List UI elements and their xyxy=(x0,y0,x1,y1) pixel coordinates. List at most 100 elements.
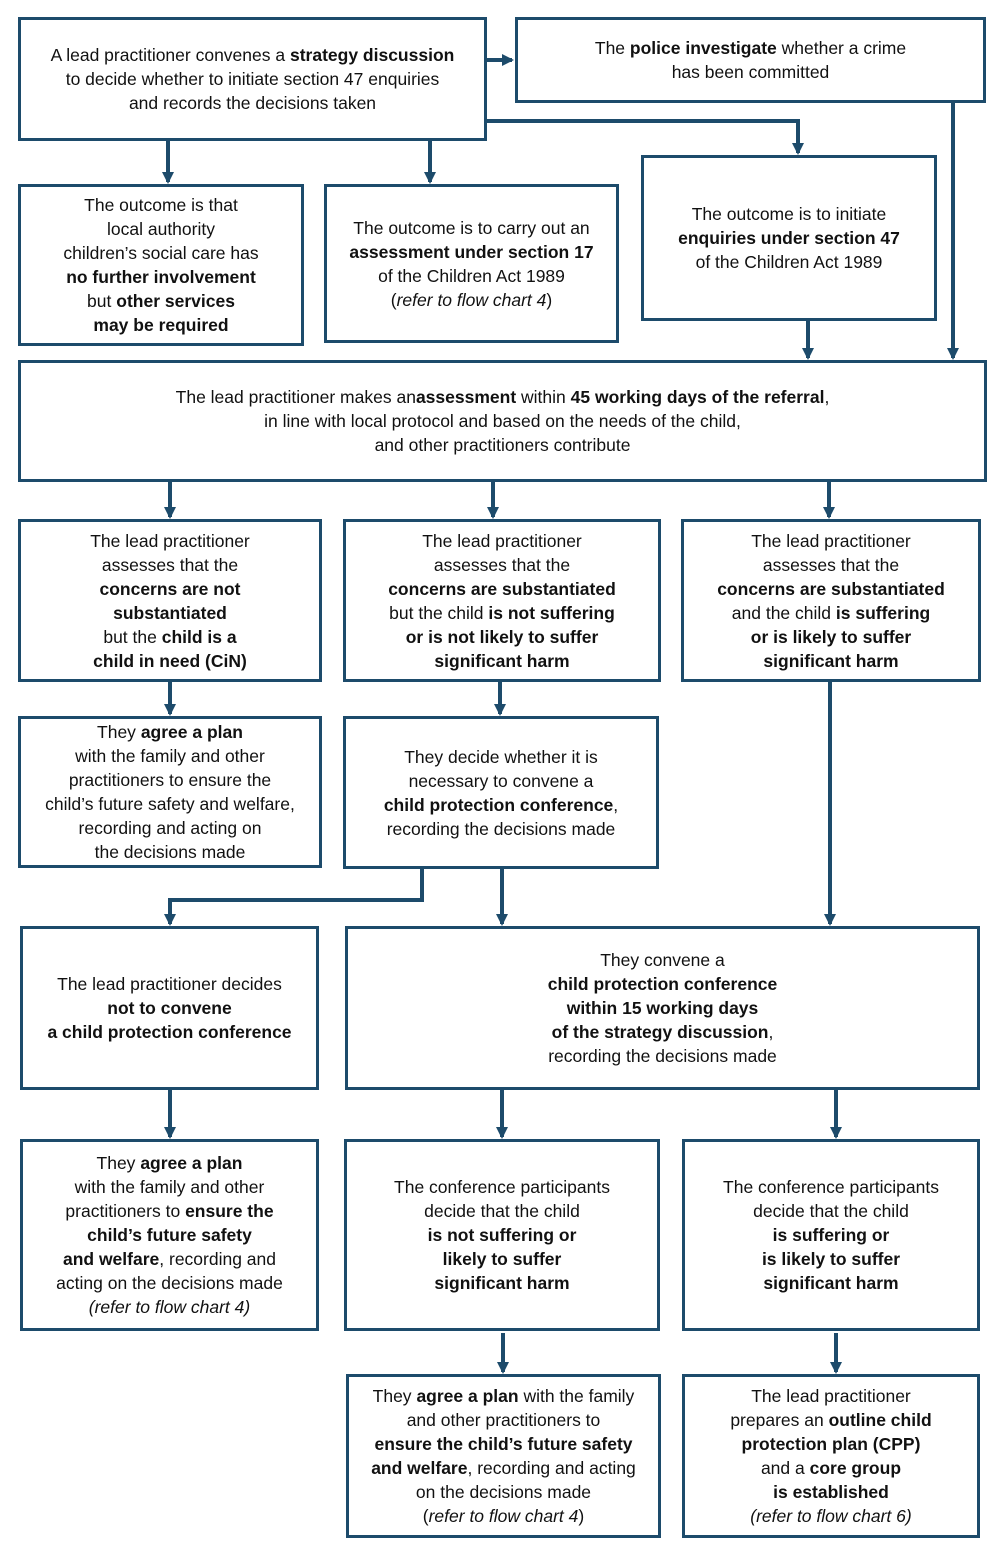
plan-cin-text: with the family and other xyxy=(75,746,265,766)
plan-final-text-bold: agree a plan xyxy=(416,1386,519,1406)
s17-text: The outcome is to carry out an xyxy=(353,217,590,238)
not-substantiated-text-bold: child in need (CiN) xyxy=(93,650,247,671)
agree-plan-cin-box: They agree a plan with the family and ot… xyxy=(18,716,322,868)
assessment-text: in line with local protocol and based on… xyxy=(264,411,741,431)
substantiated-not-suffering-box: The lead practitioner assesses that the … xyxy=(343,519,661,682)
convene-conference-box: They convene a child protection conferen… xyxy=(345,926,980,1090)
section-47-enquiries-box: The outcome is to initiate enquiries und… xyxy=(641,155,937,321)
arrow-strategy-to-s47 xyxy=(487,119,804,155)
assessment-text-bold: assessment xyxy=(415,387,517,407)
plan-final-paren: ( xyxy=(422,1506,429,1526)
assessment-text: within xyxy=(516,387,571,407)
decide-convene-text-bold: child protection conference xyxy=(383,794,614,815)
convene-text: They convene a xyxy=(600,950,725,970)
convene-text: , xyxy=(768,1022,774,1042)
plan-final-text-bold: and welfare xyxy=(371,1458,468,1478)
plan-cin-text: They xyxy=(97,722,141,742)
not-substantiated-text-bold: child is a xyxy=(161,626,237,647)
s17-paren: ) xyxy=(546,289,553,310)
plan-final-text: with the family xyxy=(518,1386,635,1406)
conf-suffering-text: decide that the child xyxy=(753,1201,909,1221)
assessment-text: , xyxy=(824,387,830,407)
substantiated-is-text: assesses that the xyxy=(762,554,900,575)
assessment-text: and other practitioners contribute xyxy=(374,435,631,455)
cpp-text-bold: is established xyxy=(773,1482,889,1502)
plan-final-paren: ) xyxy=(578,1506,585,1526)
substantiated-not-text: The lead practitioner xyxy=(422,530,582,551)
plan-anc-text: with the family and other xyxy=(74,1177,265,1197)
substantiated-not-text: but the child xyxy=(389,602,489,623)
not-convene-text-bold: not to convene xyxy=(107,998,232,1018)
s47-text-bold: enquiries under section 47 xyxy=(678,228,900,248)
plan-final-text: They xyxy=(372,1386,417,1406)
substantiated-not-text-bold: or is not likely to suffer xyxy=(405,626,599,647)
not-substantiated-text: The lead practitioner xyxy=(90,530,250,551)
police-text-bold: police investigate xyxy=(629,38,777,58)
police-text: whether a crime xyxy=(776,38,907,58)
no-further-involvement-box: The outcome is that local authority chil… xyxy=(18,184,304,346)
conf-suffering-text-bold: is suffering or xyxy=(772,1225,890,1245)
agree-plan-after-not-convene-box: They agree a plan with the family and ot… xyxy=(20,1139,319,1331)
convene-text-bold: within 15 working days xyxy=(566,998,759,1018)
no-further-text: but xyxy=(87,291,117,311)
not-substantiated-text: assesses that the xyxy=(101,554,239,575)
cpp-refer-link: (refer to flow chart 6) xyxy=(750,1506,912,1526)
not-substantiated-text-bold: substantiated xyxy=(113,602,227,623)
not-convene-box: The lead practitioner decides not to con… xyxy=(20,926,319,1090)
no-further-text-bold: may be required xyxy=(93,315,229,335)
decide-convene-text: necessary to convene a xyxy=(408,770,594,791)
s17-paren: ( xyxy=(390,289,397,310)
police-text: The xyxy=(594,38,630,58)
plan-anc-text: They xyxy=(96,1153,141,1173)
plan-cin-text: child’s future safety and welfare, xyxy=(45,794,295,814)
police-investigate-box: The police investigate whether a crime h… xyxy=(515,17,986,103)
decide-convene-text: , xyxy=(613,794,619,815)
strategy-text: A lead practitioner convenes a xyxy=(50,45,290,65)
conf-suffering-text-bold: significant harm xyxy=(763,1273,899,1293)
assessment-text: The lead practitioner makes an xyxy=(175,387,416,407)
conf-not-suffering-text: decide that the child xyxy=(424,1201,580,1221)
cpp-text-bold: outline child xyxy=(828,1410,932,1430)
conference-suffering-box: The conference participants decide that … xyxy=(682,1139,980,1331)
substantiated-not-text-bold: is not suffering xyxy=(488,602,615,623)
substantiated-not-text-bold: concerns are substantiated xyxy=(388,578,616,599)
plan-anc-text: acting on the decisions made xyxy=(56,1273,283,1293)
not-substantiated-text-bold: concerns are not xyxy=(99,578,241,599)
plan-final-refer-link: refer to flow chart 4 xyxy=(428,1506,579,1526)
substantiated-not-text-bold: significant harm xyxy=(434,650,570,671)
plan-anc-text-bold: and welfare xyxy=(62,1249,160,1269)
substantiated-is-text: The lead practitioner xyxy=(751,530,911,551)
substantiated-not-text: assesses that the xyxy=(433,554,571,575)
cpp-text: prepares an xyxy=(730,1410,829,1430)
police-text: has been committed xyxy=(671,62,830,82)
plan-anc-text-bold: agree a plan xyxy=(140,1153,243,1173)
plan-final-text-bold: ensure the child’s future safety xyxy=(374,1434,633,1454)
assessment-text-bold: 45 working days of the referral xyxy=(570,387,825,407)
assessment-box: The lead practitioner makes anassessment… xyxy=(18,360,987,482)
plan-anc-text: practitioners to xyxy=(65,1201,186,1221)
outline-cpp-box: The lead practitioner prepares an outlin… xyxy=(682,1374,980,1538)
conf-not-suffering-text-bold: likely to suffer xyxy=(442,1249,562,1269)
section-17-assessment-box: The outcome is to carry out an assessmen… xyxy=(324,184,619,343)
concerns-not-substantiated-box: The lead practitioner assesses that the … xyxy=(18,519,322,682)
no-further-text: The outcome is that xyxy=(84,195,238,215)
conf-not-suffering-text-bold: is not suffering or xyxy=(427,1225,577,1245)
cpp-text-bold: core group xyxy=(809,1458,902,1478)
substantiated-is-text: and the child xyxy=(731,602,836,623)
no-further-text-bold: other services xyxy=(116,291,235,311)
not-convene-text-bold: a child protection conference xyxy=(47,1022,292,1042)
substantiated-is-text-bold: significant harm xyxy=(763,650,899,671)
strategy-text: to decide whether to initiate section 47… xyxy=(65,69,440,89)
s47-text: of the Children Act 1989 xyxy=(695,252,883,272)
decide-convene-box: They decide whether it is necessary to c… xyxy=(343,716,659,869)
cpp-text-bold: protection plan (CPP) xyxy=(741,1434,921,1454)
s47-text: The outcome is to initiate xyxy=(691,204,887,224)
plan-final-text: and other practitioners to xyxy=(406,1410,601,1430)
plan-anc-text-bold: child’s future safety xyxy=(87,1225,252,1245)
s17-text-bold: assessment under section 17 xyxy=(349,241,594,262)
s17-refer-link: refer to flow chart 4 xyxy=(396,289,547,310)
substantiated-is-text-bold: concerns are substantiated xyxy=(717,578,945,599)
arrow-decide-to-not-convene xyxy=(164,869,424,926)
plan-cin-text: recording and acting on xyxy=(78,818,262,838)
